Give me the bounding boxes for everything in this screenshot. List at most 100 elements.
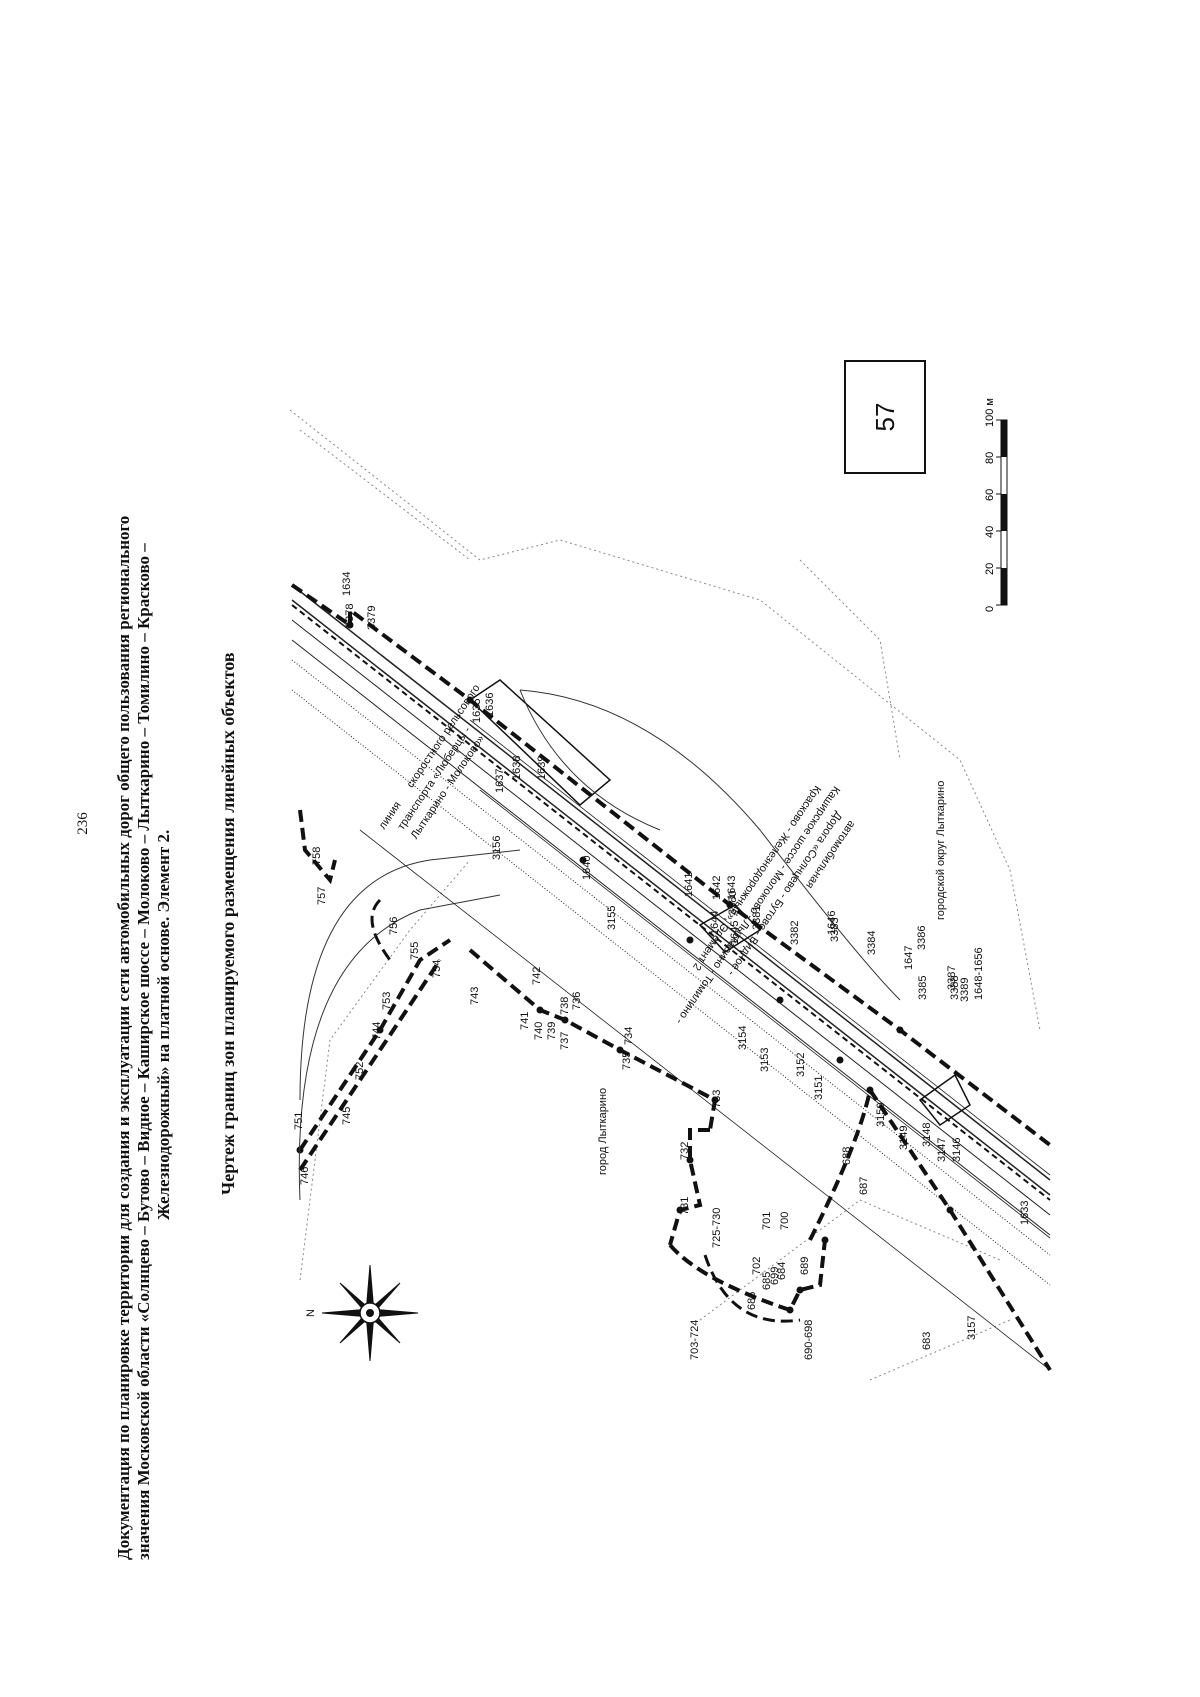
point-label: 689 xyxy=(799,1257,811,1275)
point-label: 1634 xyxy=(341,572,353,596)
point-label: 3382 xyxy=(789,921,801,945)
point-label: 731 xyxy=(679,1197,691,1215)
compass-north-label: N xyxy=(305,1309,317,1317)
point-label: 1646 xyxy=(826,911,838,935)
point-label: 725-730 xyxy=(711,1208,723,1248)
point-label: 3379 xyxy=(366,606,378,630)
point-label: 1639 xyxy=(536,756,548,780)
scale-tick-label: 100 м xyxy=(984,398,996,427)
point-label: 3154 xyxy=(737,1026,749,1050)
scale-tick-label: 20 xyxy=(984,563,996,575)
point-label: 3155 xyxy=(606,906,618,930)
compass-rose: N xyxy=(305,1264,419,1362)
point-label: 702 xyxy=(751,1257,763,1275)
point-label: 739 xyxy=(546,1022,558,1040)
point-label: 687 xyxy=(858,1177,870,1195)
point-label: 1636 xyxy=(484,693,496,717)
point-label: 3386 xyxy=(916,926,928,950)
point-label: 3156 xyxy=(491,836,503,860)
point-label: 746 xyxy=(299,1167,311,1185)
point-label: 3149 xyxy=(898,1126,910,1150)
highway-line-3: Каширское шоссе - Молоково - Лыткарино -… xyxy=(673,784,842,1027)
point-label: 741 xyxy=(519,1012,531,1030)
highway-label: автомобильная Дорога «Солнцево - Бутово … xyxy=(673,783,858,1027)
point-label: 751 xyxy=(293,1112,305,1130)
base-outlines xyxy=(289,409,1041,1381)
point-label: 757 xyxy=(316,887,328,905)
point-label: 3153 xyxy=(759,1048,771,1072)
point-label: 754 xyxy=(431,960,443,978)
point-label: 753 xyxy=(381,992,393,1010)
point-label: 3380 xyxy=(727,891,739,915)
point-label: 688 xyxy=(841,1147,853,1165)
zone-boundaries xyxy=(290,583,1052,1372)
point-label: 738 xyxy=(559,997,571,1015)
point-label: 3146 xyxy=(951,1138,963,1162)
point-label: 3384 xyxy=(866,931,878,955)
point-label: 683 xyxy=(921,1332,933,1350)
point-label: 3383 xyxy=(829,918,841,942)
point-label: 3381 xyxy=(751,906,763,930)
point-label: 1644 xyxy=(709,911,721,935)
point-label: 1641 xyxy=(683,873,695,897)
point-label: 742 xyxy=(531,967,543,985)
scale-tick-labels: 0 20 40 60 80 100 м xyxy=(984,398,1001,612)
point-label: 699 xyxy=(769,1267,781,1285)
point-label: 1633 xyxy=(1019,1201,1031,1225)
point-label: 740 xyxy=(533,1022,545,1040)
scale-tick-label: 40 xyxy=(984,526,996,538)
point-label: 3151 xyxy=(813,1076,825,1100)
point-label: 756 xyxy=(388,917,400,935)
point-label: 752 xyxy=(354,1062,366,1080)
sheet-number-box: 57 xyxy=(844,360,926,474)
structure-outline xyxy=(468,679,971,1127)
sheet-number: 57 xyxy=(869,402,900,432)
point-label: 1645 xyxy=(729,921,741,945)
point-label: 732 xyxy=(679,1142,691,1160)
point-label: 690-698 xyxy=(803,1320,815,1360)
point-label: 737 xyxy=(559,1032,571,1050)
point-label: 1642 xyxy=(711,876,723,900)
scale-tick-label: 60 xyxy=(984,489,996,501)
point-label: 700 xyxy=(779,1212,791,1230)
scale-tick-label: 0 xyxy=(984,606,996,612)
point-label: 1648-1656 xyxy=(973,947,985,1000)
point-label: 744 xyxy=(371,1022,383,1040)
point-label: 3150 xyxy=(875,1103,887,1127)
point-label: 1647 xyxy=(903,946,915,970)
point-label: 1635 xyxy=(471,699,483,723)
point-label: 1638 xyxy=(511,756,523,780)
vertex-markers xyxy=(296,621,954,1314)
point-label: 735 xyxy=(621,1052,633,1070)
point-label: 1643 xyxy=(726,876,738,900)
point-label: 743 xyxy=(469,987,481,1005)
point-label: 3387 xyxy=(946,966,958,990)
point-label: 1637 xyxy=(494,769,506,793)
point-label: 3388 xyxy=(949,976,961,1000)
scale-bar xyxy=(1000,419,1008,606)
point-label: 3152 xyxy=(795,1053,807,1077)
point-label: 701 xyxy=(761,1212,773,1230)
point-label: 3385 xyxy=(917,976,929,1000)
point-label: 745 xyxy=(341,1107,353,1125)
district-label: городской округ Лыткарино xyxy=(935,781,947,920)
point-label: 736 xyxy=(571,992,583,1010)
point-label: 686 xyxy=(746,1292,758,1310)
point-label: 3147 xyxy=(936,1138,948,1162)
point-label: 755 xyxy=(409,942,421,960)
point-label: 758 xyxy=(311,847,323,865)
point-label: 1640 xyxy=(581,856,593,880)
point-label: 684 xyxy=(776,1262,788,1280)
point-label: 3389 xyxy=(959,978,971,1002)
city-label: город Лыткарино xyxy=(597,1088,609,1175)
point-label: 3148 xyxy=(921,1123,933,1147)
scale-tick-label: 80 xyxy=(984,452,996,464)
point-label: 3157 xyxy=(966,1316,978,1340)
highway-lines xyxy=(291,584,1051,1371)
point-label: 3378 xyxy=(344,604,356,628)
point-label: 734 xyxy=(623,1027,635,1045)
point-label: 685 xyxy=(761,1272,773,1290)
point-label: 733 xyxy=(711,1090,723,1108)
